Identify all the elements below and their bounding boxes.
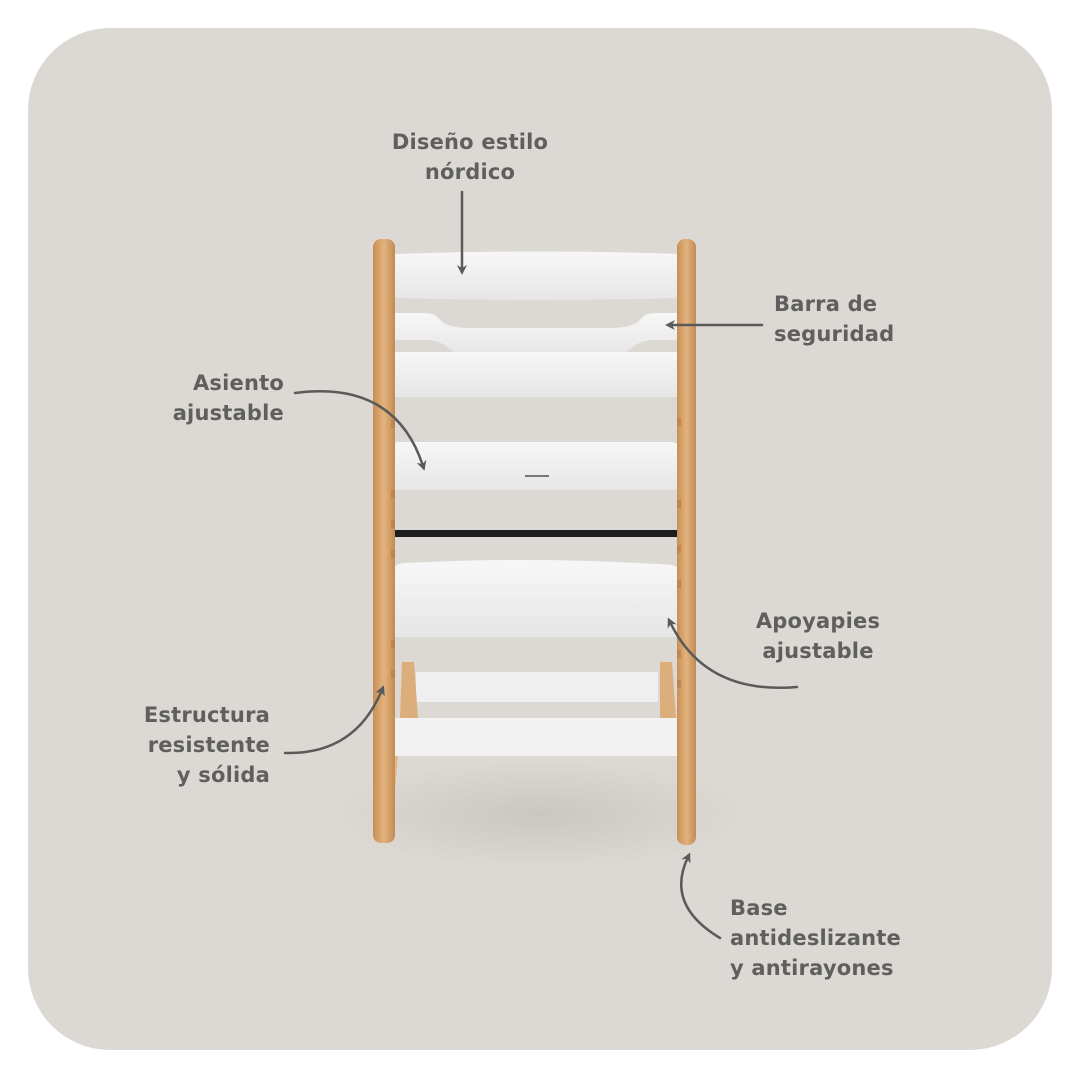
callout-structure: Estructura resistente y sólida — [100, 700, 270, 790]
arrow-structure — [283, 685, 385, 755]
callout-line: resistente — [147, 733, 270, 757]
callout-line: Diseño estilo — [391, 130, 549, 154]
callout-base: Base antideslizante y antirayones — [730, 893, 950, 983]
lower-back-slat — [416, 672, 658, 702]
callout-line: Asiento — [192, 371, 284, 395]
callout-line: Base — [730, 896, 788, 920]
callout-line: y antirayones — [730, 956, 894, 980]
backrest-lower-slat — [395, 352, 680, 397]
callout-seat: Asiento ajustable — [120, 368, 284, 428]
callout-line: nórdico — [424, 160, 516, 184]
footrest-plate — [381, 559, 690, 637]
callout-safety-bar: Barra de seguridad — [774, 289, 954, 349]
black-crossbar — [394, 530, 680, 537]
callout-design: Diseño estilo nórdico — [370, 127, 570, 187]
callout-line: y sólida — [176, 763, 270, 787]
callout-line: Apoyapies — [755, 609, 881, 633]
arrow-footrest — [667, 617, 799, 690]
callout-line: ajustable — [172, 401, 284, 425]
seat-plate — [385, 442, 688, 490]
backrest-top-slat — [395, 251, 680, 300]
safety-bar — [395, 313, 680, 355]
callout-line: antideslizante — [730, 926, 901, 950]
arrow-base — [680, 852, 722, 940]
callout-line: Estructura — [143, 703, 270, 727]
lower-front-slat — [392, 718, 682, 756]
callout-line: seguridad — [774, 322, 895, 346]
background-card — [28, 28, 1052, 1050]
right-upright — [677, 239, 696, 845]
callout-line: Barra de — [774, 292, 878, 316]
arrow-seat — [293, 390, 427, 471]
callout-line: ajustable — [762, 639, 874, 663]
callout-footrest: Apoyapies ajustable — [740, 606, 896, 666]
